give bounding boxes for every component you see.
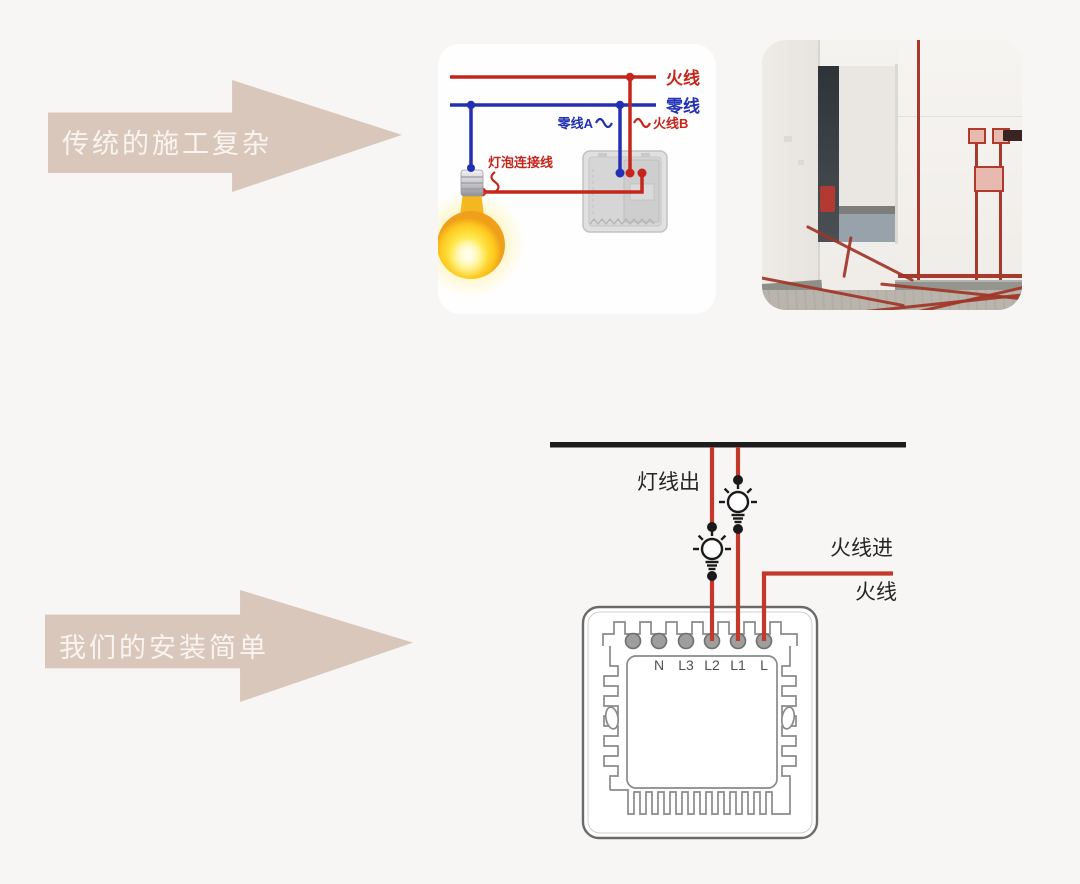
terminal-label-n: N bbox=[654, 657, 664, 673]
terminal-label-l: L bbox=[760, 657, 768, 673]
lamp-out-label: 灯线出 bbox=[637, 471, 700, 494]
live-branch-squiggle bbox=[633, 117, 651, 129]
photo-wall-mark bbox=[798, 160, 804, 165]
photo-wall-seam bbox=[898, 116, 1022, 117]
neutral-branch-squiggle bbox=[595, 117, 613, 129]
live-wire-label: 火线 bbox=[666, 68, 700, 88]
photo-red-object bbox=[820, 186, 835, 212]
live-in-wire bbox=[761, 571, 893, 641]
photo-door-frame-edge bbox=[895, 64, 898, 244]
traditional-arrow-banner: 传统的施工复杂 bbox=[48, 80, 402, 192]
traditional-wiring-diagram: 火线 零线 零线A 火线B 灯泡连接线 bbox=[438, 68, 700, 299]
bulb-wire-label: 灯泡连接线 bbox=[488, 155, 553, 170]
traditional-wiring-panel: 火线 零线 零线A 火线B 灯泡连接线 bbox=[438, 44, 716, 314]
photo-wall-conduit bbox=[975, 140, 978, 280]
live-branch-label: 火线B bbox=[653, 116, 688, 131]
lamp-icon bbox=[693, 522, 731, 581]
photo-junction-box bbox=[974, 166, 1004, 192]
bulb-wire-squiggle bbox=[490, 171, 500, 193]
screw-hole-left bbox=[604, 706, 620, 730]
terminal-label-l1: L1 bbox=[730, 657, 746, 673]
drop-wires bbox=[469, 77, 644, 194]
terminal-label-l2: L2 bbox=[704, 657, 720, 673]
lamp-icon bbox=[719, 475, 757, 534]
live-in-label: 火线进 bbox=[830, 537, 893, 560]
screw-hole-right bbox=[780, 706, 796, 730]
simple-arrow-label: 我们的安装简单 bbox=[59, 633, 269, 663]
photo-wall-conduit bbox=[917, 40, 920, 282]
neutral-branch-label: 零线A bbox=[557, 116, 594, 131]
construction-photo bbox=[762, 40, 1022, 310]
photo-junction-box bbox=[968, 128, 986, 144]
photo-inner-skirting bbox=[839, 206, 895, 214]
photo-wall-conduit bbox=[999, 140, 1002, 280]
simple-arrow-banner: 我们的安装简单 bbox=[45, 590, 413, 702]
busbar bbox=[550, 442, 906, 448]
traditional-arrow-label: 传统的施工复杂 bbox=[62, 129, 272, 159]
terminal-label-l3: L3 bbox=[678, 657, 694, 673]
photo-floor-conduit bbox=[898, 274, 1022, 278]
simple-wiring-panel: N L3 L2 L1 L 灯线出 火线进 火线 bbox=[540, 430, 930, 850]
bulb-icon bbox=[438, 164, 526, 299]
photo-wall-sign bbox=[1003, 130, 1022, 141]
neutral-wire-label: 零线 bbox=[665, 96, 700, 116]
photo-door-opening bbox=[818, 66, 839, 242]
photo-floor-conduit bbox=[842, 236, 853, 278]
photo-concrete-floor bbox=[762, 290, 1022, 310]
lamp-out-wires bbox=[709, 447, 741, 641]
photo-wall-mark bbox=[784, 136, 792, 142]
photo-inner-floor bbox=[839, 214, 895, 242]
photo-left-wall bbox=[762, 40, 820, 290]
wall-switch-diagram bbox=[581, 605, 819, 840]
simple-wiring-diagram: N L3 L2 L1 L 灯线出 火线进 火线 bbox=[550, 442, 906, 840]
live-label: 火线 bbox=[855, 581, 897, 604]
